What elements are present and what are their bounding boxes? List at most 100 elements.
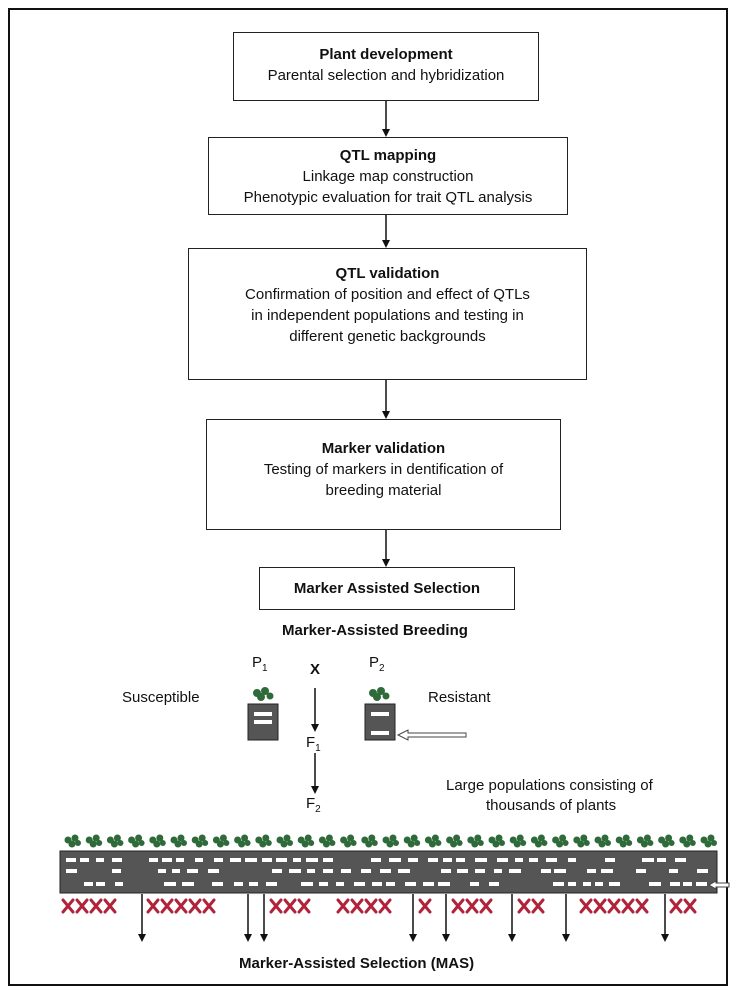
chromosome-marker — [389, 858, 401, 862]
chromosome-marker — [336, 882, 344, 886]
chromosome-marker — [494, 869, 502, 873]
chromosome-marker — [361, 869, 371, 873]
p2-letter: P — [369, 654, 380, 671]
chromosome-marker — [642, 858, 654, 862]
chromosome-marker — [276, 858, 287, 862]
box-line: Parental selection and hybridization — [267, 67, 505, 84]
chromosome-marker — [289, 869, 301, 873]
chromosome-marker — [341, 869, 351, 873]
chromosome-marker — [515, 858, 523, 862]
population-plant-icon — [212, 834, 230, 848]
chromosome-marker — [696, 882, 707, 886]
chromosome-marker — [554, 869, 566, 873]
chromosome-marker — [96, 882, 105, 886]
chromosome-marker — [428, 858, 438, 862]
chromosome-marker — [670, 882, 680, 886]
population-plant-icon — [85, 834, 103, 848]
rejected-plants — [61, 898, 697, 914]
population-plant-icon — [64, 834, 81, 848]
box-title: Marker Assisted Selection — [293, 580, 481, 597]
marker-pointer-arrow — [396, 729, 467, 741]
chromosome-marker — [208, 869, 219, 873]
chromosome-marker — [456, 858, 465, 862]
susceptible-label: Susceptible — [122, 689, 200, 706]
population-plant-icon — [361, 834, 378, 848]
chromosome-marker — [636, 869, 646, 873]
population-plant-icon — [191, 834, 209, 848]
population-plant-icon — [467, 834, 484, 848]
population-plant-icon — [340, 834, 357, 848]
chromosome-marker — [529, 858, 538, 862]
chromosome-marker — [66, 858, 76, 862]
population-plant-icon — [149, 834, 166, 848]
chromosome-marker — [380, 869, 391, 873]
chromosome-marker — [354, 882, 365, 886]
chromosome-marker — [162, 858, 172, 862]
box-title: QTL mapping — [339, 147, 437, 164]
chromosome-marker — [470, 882, 479, 886]
selection-arrows — [138, 894, 669, 942]
chromosome-marker — [669, 869, 678, 873]
reject-cross-icon — [364, 898, 378, 914]
f2-subscript: 2 — [315, 804, 321, 815]
p2-subscript: 2 — [379, 663, 385, 674]
chromosome-marker — [214, 858, 223, 862]
f1-label: F1 — [306, 734, 321, 754]
chromosome-marker — [212, 882, 223, 886]
population-marker-pointer — [707, 880, 730, 890]
f1-subscript: 1 — [315, 743, 321, 754]
figure-frame — [8, 8, 728, 986]
chromosome-marker — [568, 858, 576, 862]
cross-symbol: X — [310, 661, 321, 678]
reject-cross-icon — [336, 898, 350, 914]
chromosome-marker — [112, 858, 122, 862]
chromosome-marker — [489, 882, 499, 886]
chromosome-marker — [408, 858, 418, 862]
box-line: Confirmation of position and effect of Q… — [245, 286, 530, 303]
reject-cross-icon — [593, 898, 607, 914]
chromosome-marker — [164, 882, 176, 886]
box-line: breeding material — [325, 482, 442, 499]
chromosome-marker — [605, 858, 615, 862]
population-plant-icon — [255, 834, 272, 848]
population-plant-icon — [403, 834, 421, 848]
chromosome-marker — [306, 858, 318, 862]
chromosome-marker — [405, 882, 416, 886]
chromosome-marker — [195, 858, 203, 862]
chromosome-marker — [371, 858, 381, 862]
population-plant-icon — [234, 834, 251, 848]
reject-cross-icon — [669, 898, 683, 914]
chromosome-marker — [438, 882, 450, 886]
box-title: Plant development — [319, 46, 453, 63]
box-marker-assisted-selection: Marker Assisted Selection — [259, 567, 515, 610]
reject-cross-icon — [378, 898, 392, 914]
p1-letter: P — [252, 654, 263, 671]
f2-letter: F — [306, 795, 316, 812]
chromosome-marker — [66, 869, 77, 873]
population-plant-icon — [509, 834, 527, 848]
population-plant-icon — [170, 834, 187, 848]
reject-cross-icon — [174, 898, 188, 914]
chromosome-marker — [675, 858, 686, 862]
chromosome-marker — [683, 882, 692, 886]
population-plant-icon — [530, 834, 548, 848]
chromosome-marker — [423, 882, 434, 886]
chromosome-marker — [587, 869, 596, 873]
chromosome-marker — [497, 858, 508, 862]
p1-label: P1 — [252, 654, 268, 674]
reject-cross-icon — [621, 898, 635, 914]
reject-cross-icon — [531, 898, 545, 914]
reject-cross-icon — [202, 898, 216, 914]
population-note-line-2: thousands of plants — [486, 797, 617, 814]
chromosome-marker — [697, 869, 708, 873]
p2-label: P2 — [369, 654, 385, 674]
chromosome-marker — [272, 869, 282, 873]
resistant-label: Resistant — [428, 689, 491, 706]
reject-cross-icon — [451, 898, 465, 914]
f1-letter: F — [306, 734, 316, 751]
chromosome-marker — [249, 882, 258, 886]
chromosome-marker — [80, 858, 89, 862]
flow-arrows — [311, 101, 390, 794]
f2-label: F2 — [306, 795, 321, 815]
